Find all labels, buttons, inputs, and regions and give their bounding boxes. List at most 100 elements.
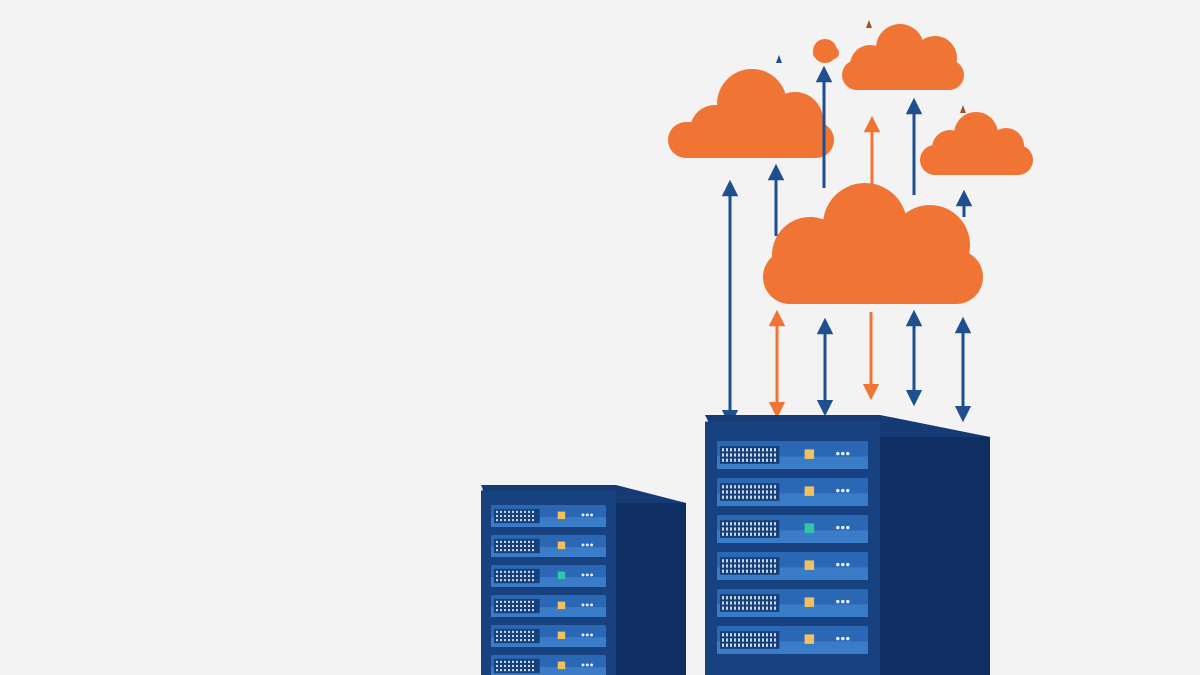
left-rack xyxy=(481,485,686,675)
vent-slot xyxy=(722,485,724,489)
vent-slot xyxy=(758,606,760,610)
vent-slot xyxy=(500,600,502,603)
vent-slot xyxy=(734,527,736,531)
vent-slot xyxy=(746,569,748,573)
indicator-dot xyxy=(581,513,585,517)
cloud-icon xyxy=(813,39,839,63)
vent-slot xyxy=(762,522,764,526)
vent-slot xyxy=(512,604,514,608)
indicator-dot xyxy=(846,525,850,530)
vent-slot xyxy=(758,643,760,647)
vent-slot xyxy=(524,579,526,582)
vent-slot xyxy=(504,570,506,573)
vent-slot xyxy=(726,453,728,457)
vent-slot xyxy=(726,559,728,563)
vent-slot xyxy=(524,660,526,663)
vent-slot xyxy=(758,638,760,642)
vent-slot xyxy=(512,639,514,642)
vent-slot xyxy=(520,660,522,663)
vent-slot xyxy=(532,664,534,668)
vent-slot xyxy=(746,596,748,600)
vent-slot xyxy=(726,522,728,526)
vent-slot xyxy=(516,669,518,672)
vent-slot xyxy=(532,574,534,578)
vent-slot xyxy=(774,601,776,605)
vent-slot xyxy=(508,544,510,548)
vent-slot xyxy=(512,630,514,633)
vent-slot xyxy=(500,549,502,552)
vent-slot xyxy=(722,490,724,494)
status-led-icon xyxy=(804,560,815,570)
vent-slot xyxy=(508,664,510,668)
vent-slot xyxy=(758,564,760,568)
vent-slot xyxy=(734,601,736,605)
vent-slot xyxy=(774,569,776,573)
vent-slot xyxy=(742,527,744,531)
status-led-icon xyxy=(557,571,566,580)
vent-slot xyxy=(722,559,724,563)
vent-slot xyxy=(500,639,502,642)
vent-slot xyxy=(750,564,752,568)
vent-slot xyxy=(726,596,728,600)
server-unit xyxy=(717,626,868,654)
vent-slot xyxy=(516,549,518,552)
vent-slot xyxy=(500,519,502,522)
vent-slot xyxy=(726,485,728,489)
indicator-dot xyxy=(836,451,840,456)
vent-slot xyxy=(742,601,744,605)
vent-slot xyxy=(742,453,744,457)
vent-slot xyxy=(500,660,502,663)
status-led-icon xyxy=(557,661,566,670)
vent-slot xyxy=(520,600,522,603)
vent-slot xyxy=(726,458,728,462)
status-led-icon xyxy=(557,541,566,550)
vent-slot xyxy=(504,669,506,672)
vent-slot xyxy=(516,544,518,548)
vent-slot xyxy=(726,569,728,573)
vent-slot xyxy=(754,633,756,637)
vent-slot xyxy=(754,606,756,610)
vent-slot xyxy=(500,604,502,608)
vent-slot xyxy=(528,519,530,522)
indicator-dot xyxy=(581,573,585,577)
vent-slot xyxy=(516,660,518,663)
server-racks xyxy=(481,415,990,675)
vent-slot xyxy=(520,510,522,513)
vent-slot xyxy=(524,630,526,633)
vent-slot xyxy=(516,519,518,522)
vent-slot xyxy=(750,559,752,563)
vent-slot xyxy=(520,514,522,518)
vent-slot xyxy=(734,633,736,637)
vent-slot xyxy=(746,638,748,642)
vent-slot xyxy=(512,510,514,513)
vent-slot xyxy=(500,609,502,612)
vent-slot xyxy=(742,606,744,610)
vent-slot xyxy=(742,490,744,494)
vent-slot xyxy=(524,664,526,668)
vent-slot xyxy=(730,448,732,452)
vent-slot xyxy=(512,519,514,522)
indicator-dot xyxy=(841,562,845,567)
vent-slot xyxy=(496,540,498,543)
vent-slot xyxy=(774,522,776,526)
vent-slot xyxy=(754,601,756,605)
indicator-dot xyxy=(590,633,594,637)
vent-slot xyxy=(524,639,526,642)
vent-slot xyxy=(722,564,724,568)
server-unit xyxy=(491,565,606,587)
vent-slot xyxy=(762,601,764,605)
vent-slot xyxy=(758,527,760,531)
indicator-dot xyxy=(590,573,594,577)
vent-slot xyxy=(726,643,728,647)
indicator-dot xyxy=(585,513,589,517)
vent-slot xyxy=(520,639,522,642)
vent-slot xyxy=(774,532,776,536)
vent-slot xyxy=(730,564,732,568)
indicator-dot xyxy=(846,451,850,456)
cloud-icon xyxy=(668,69,834,158)
vent-slot xyxy=(746,601,748,605)
vent-slot xyxy=(754,638,756,642)
server-unit xyxy=(717,441,868,469)
vent-slot xyxy=(758,458,760,462)
